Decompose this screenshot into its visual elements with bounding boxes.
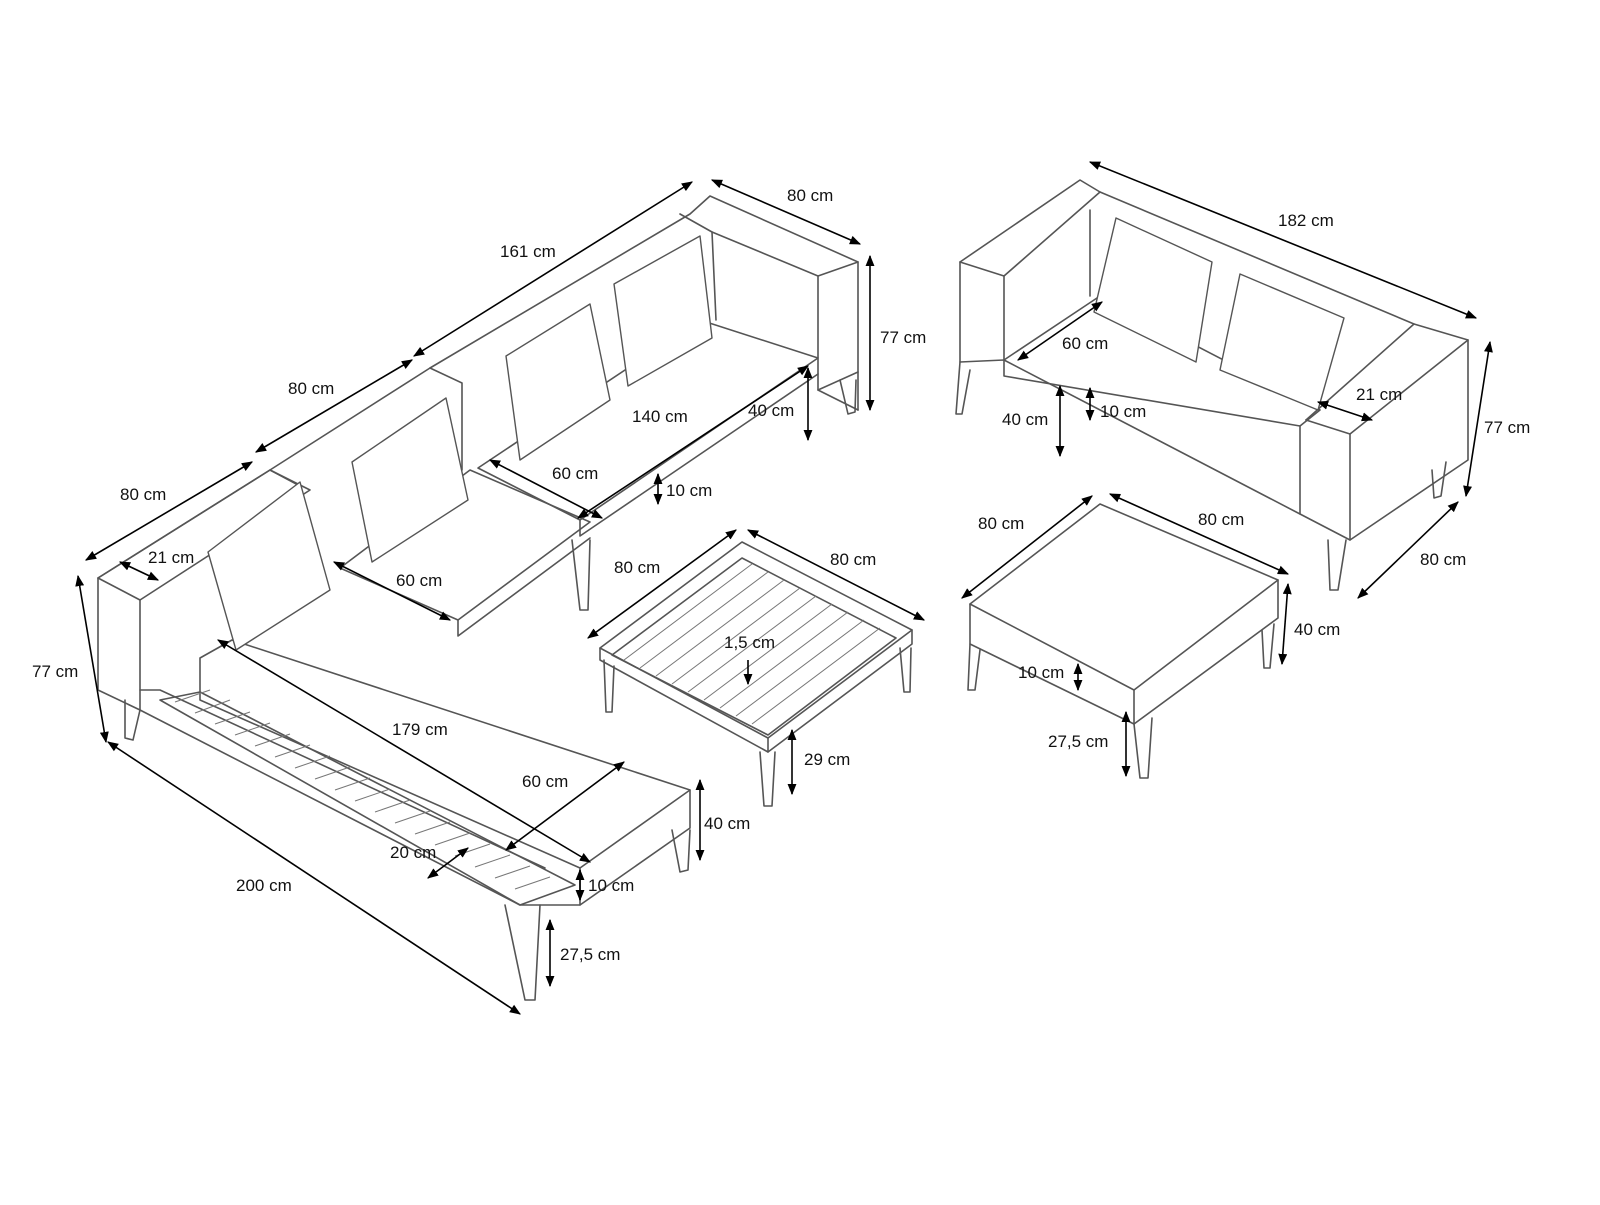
label-seat-depth-corner: 60 cm [396, 571, 442, 590]
label-ottoman-width: 80 cm [978, 514, 1024, 533]
label-two-seater-cushion: 10 cm [1100, 402, 1146, 421]
label-cushion-upper: 10 cm [666, 481, 712, 500]
pillow-icon [1219, 273, 1345, 411]
label-arm-left: 21 cm [148, 548, 194, 567]
label-mid-section: 80 cm [288, 379, 334, 398]
pillow-icon [1093, 217, 1213, 363]
ottoman [967, 503, 1279, 779]
coffee-table [599, 541, 913, 807]
label-chaise-depth: 60 cm [522, 772, 568, 791]
label-two-seater-seat-height: 40 cm [1002, 410, 1048, 429]
pillow-icon [505, 303, 611, 461]
label-right-depth: 80 cm [787, 186, 833, 205]
label-back-length: 161 cm [500, 242, 556, 261]
pillow-icon [613, 235, 713, 387]
dimension-lines [75, 161, 1493, 1015]
label-two-seater-arm: 21 cm [1356, 385, 1402, 404]
label-table-height: 29 cm [804, 750, 850, 769]
label-chaise-length: 179 cm [392, 720, 448, 739]
label-table-slat: 1,5 cm [724, 633, 775, 652]
label-seat-depth-upper: 60 cm [552, 464, 598, 483]
label-ottoman-height: 40 cm [1294, 620, 1340, 639]
pillow-icon [207, 481, 331, 651]
label-leg-height: 27,5 cm [560, 945, 620, 964]
label-cushion-lower: 10 cm [588, 876, 634, 895]
label-two-seater-length: 182 cm [1278, 211, 1334, 230]
label-seat-height-lower: 40 cm [704, 814, 750, 833]
label-seat-length-upper: 140 cm [632, 407, 688, 426]
label-ottoman-cushion: 10 cm [1018, 663, 1064, 682]
chaise-shelf-slats [174, 689, 551, 890]
label-shelf-width: 20 cm [390, 843, 436, 862]
label-height-left: 77 cm [32, 662, 78, 681]
label-left-section: 80 cm [120, 485, 166, 504]
pillow-icon [351, 397, 469, 563]
label-table-depth: 80 cm [830, 550, 876, 569]
label-two-seater-height: 77 cm [1484, 418, 1530, 437]
label-height-right: 77 cm [880, 328, 926, 347]
label-two-seater-seat-depth: 60 cm [1062, 334, 1108, 353]
label-seat-height-upper: 40 cm [748, 401, 794, 420]
dimension-labels: 161 cm 80 cm 77 cm 80 cm 80 cm 21 cm 77 … [32, 186, 1530, 964]
label-two-seater-depth: 80 cm [1420, 550, 1466, 569]
label-total-length: 200 cm [236, 876, 292, 895]
label-ottoman-leg-height: 27,5 cm [1048, 732, 1108, 751]
label-ottoman-depth: 80 cm [1198, 510, 1244, 529]
label-table-width: 80 cm [614, 558, 660, 577]
